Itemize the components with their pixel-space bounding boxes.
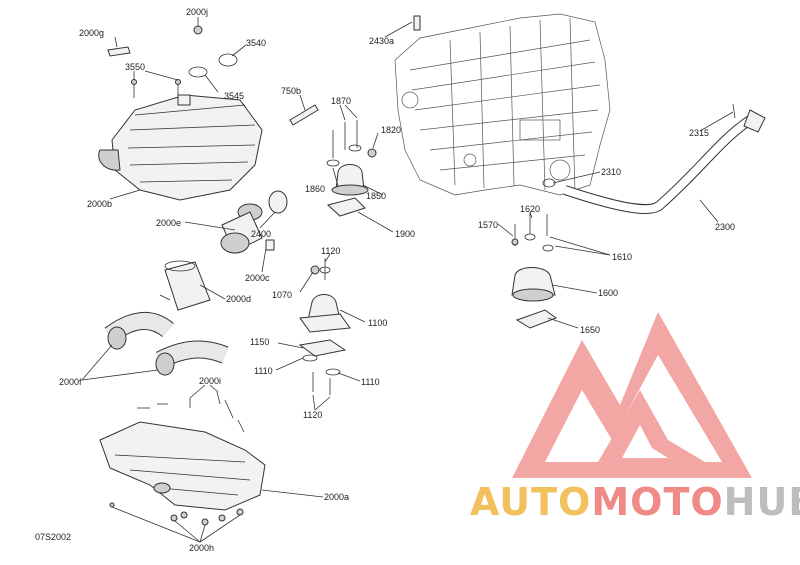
callout-2000e: 2000e: [156, 218, 182, 228]
callout-2300: 2300: [715, 222, 736, 232]
callout-1070: 1070: [272, 290, 293, 300]
bolts-2000h: [109, 502, 244, 526]
callout-2000b: 2000b: [87, 199, 113, 209]
engine-mount-1100: [298, 258, 351, 395]
watermark-part-auto: AUTO: [470, 480, 592, 524]
intake-elbows-2000f: [104, 311, 229, 376]
callout-3550: 3550: [125, 62, 146, 72]
callout-1120-top: 1120: [321, 246, 341, 256]
callout-1120-bottom: 1120: [303, 410, 323, 420]
bolt-2000j: [193, 25, 203, 35]
callout-1100: 1100: [368, 318, 388, 328]
callout-2000h: 2000h: [189, 543, 215, 553]
leader-lines: [81, 17, 734, 543]
oil-pan-2000a: [99, 421, 266, 511]
callout-1110-right: 1110: [361, 377, 380, 387]
callout-1600: 1600: [598, 288, 619, 298]
callout-2000g: 2000g: [79, 28, 105, 38]
callout-1650: 1650: [580, 325, 601, 335]
callout-1870: 1870: [331, 96, 352, 106]
watermark-logo-icon: [512, 312, 752, 478]
engine-block-illustration: [394, 13, 611, 196]
intake-tubes: [159, 190, 288, 311]
oring-3545: [188, 66, 208, 78]
callout-3540: 3540: [246, 38, 267, 48]
callout-1900: 1900: [395, 229, 416, 239]
bolts-2000i: [137, 391, 245, 433]
watermark-part-moto: MOTO: [591, 480, 724, 524]
callout-1610: 1610: [612, 252, 633, 262]
callout-2000i: 2000i: [199, 376, 222, 386]
callout-1150: 1150: [250, 337, 270, 347]
callout-2000c: 2000c: [245, 273, 270, 283]
callout-2310: 2310: [601, 167, 622, 177]
callout-1820: 1820: [381, 125, 402, 135]
bolts-3550: [131, 79, 181, 98]
intake-manifold-2000b: [98, 94, 263, 201]
callout-3545: 3545: [224, 91, 245, 101]
callout-1110-left: 1110: [254, 366, 273, 376]
callout-1620: 1620: [520, 204, 541, 214]
callout-2000f: 2000f: [59, 377, 82, 387]
callout-1570: 1570: [478, 220, 499, 230]
callout-2430a: 2430a: [369, 36, 395, 46]
callout-2400: 2400: [251, 229, 272, 239]
callout-2000d: 2000d: [226, 294, 252, 304]
callout-750b: 750b: [281, 86, 302, 96]
callout-1850: 1850: [366, 191, 387, 201]
watermark-part-hub: HUB: [723, 480, 800, 524]
oring-3540: [218, 53, 238, 67]
rail-750b: [289, 104, 319, 126]
gasket-2000g: [107, 46, 131, 57]
watermark-text: AUTOMOTOHUB: [470, 480, 800, 524]
callout-2000j: 2000j: [186, 7, 209, 17]
callout-1860: 1860: [305, 184, 326, 194]
diagram-code: 07S2002: [35, 532, 72, 542]
callout-2000a: 2000a: [324, 492, 350, 502]
bolt-2430a: [413, 15, 421, 31]
engine-mount-1850: [326, 120, 377, 217]
hose-2300: [542, 103, 766, 215]
callout-2315: 2315: [689, 128, 710, 138]
engine-mount-1600: [511, 212, 558, 329]
